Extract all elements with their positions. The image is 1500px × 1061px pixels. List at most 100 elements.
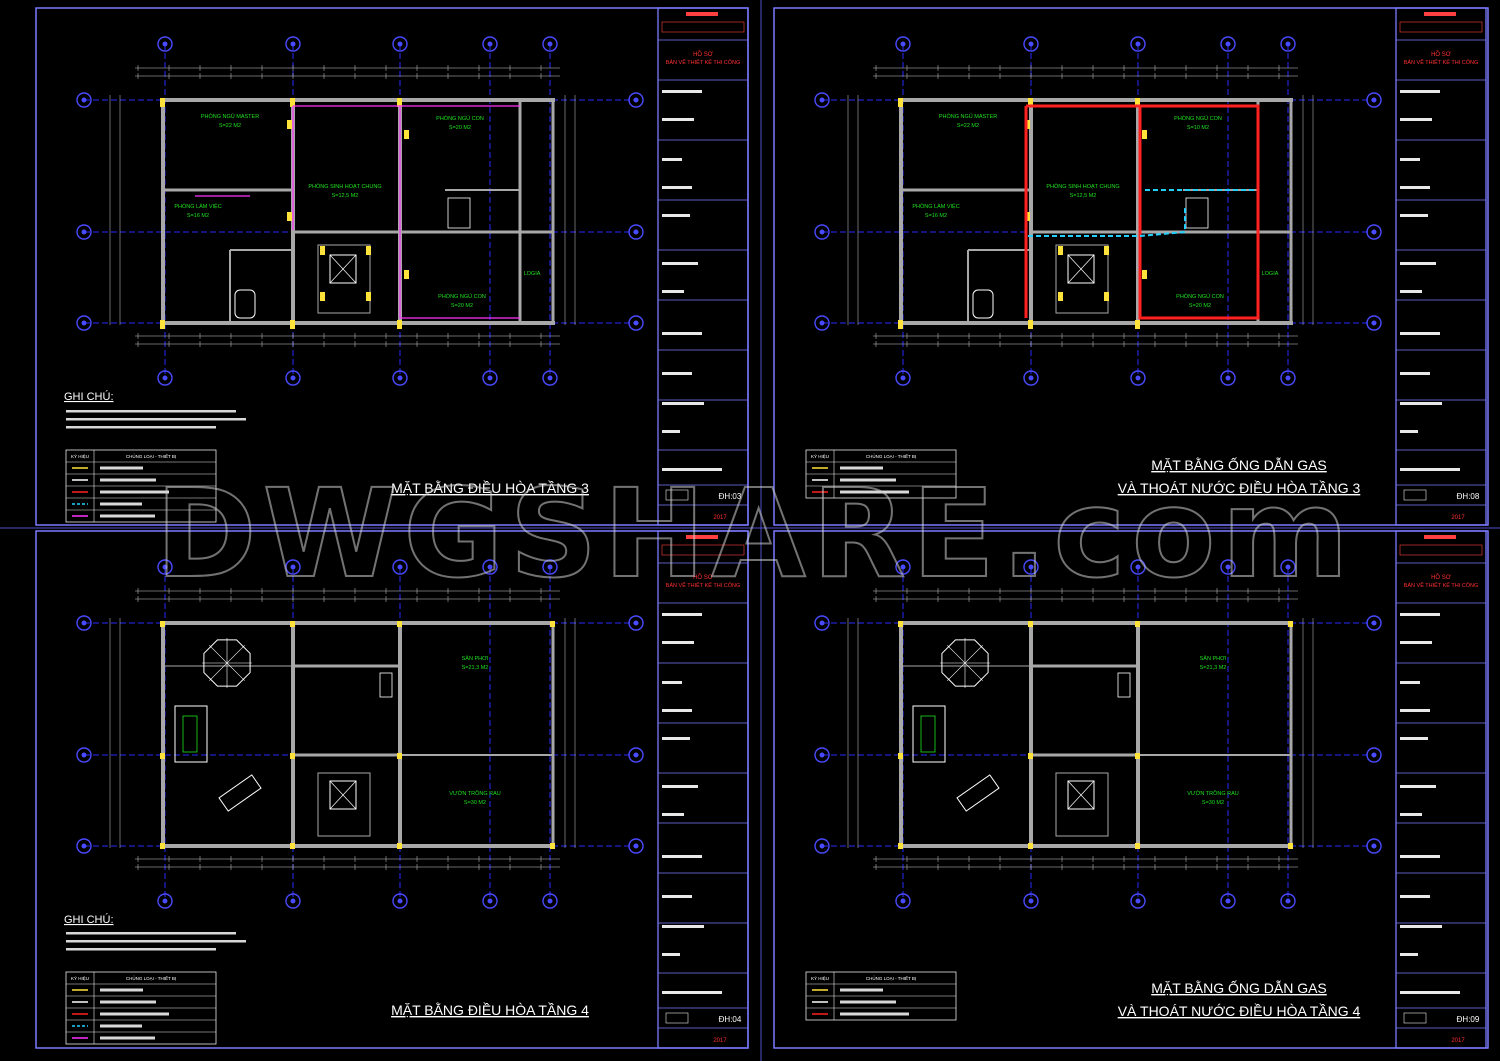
note-heading: GHI CHÚ: [64, 390, 114, 403]
sheet-title-line-1: MẶT BẰNG ỐNG DẪN GAS [1151, 456, 1327, 473]
ac-unit-marker [404, 130, 409, 139]
grid-bubble [628, 838, 644, 854]
titleblock-stage: BẢN VẼ THIẾT KẾ THI CÔNG [1404, 582, 1479, 589]
ac-unit-marker [898, 320, 903, 329]
titleblock-frame [657, 7, 749, 526]
titleblock-illegible-text [1400, 641, 1432, 644]
room-area: S=22 M2 [219, 123, 241, 129]
grid-bubble [76, 838, 92, 854]
titleblock-illegible-text [1400, 709, 1430, 712]
titleblock-illegible-text [662, 118, 694, 121]
grid-bubble-dot [1028, 375, 1034, 381]
titleblock-header-cells [1399, 21, 1483, 33]
grid-bubble [482, 370, 498, 386]
legend-illegible-text [840, 490, 909, 494]
ac-unit-marker [397, 621, 402, 627]
ac-unit-marker [1058, 246, 1063, 255]
ac-unit-marker [404, 270, 409, 279]
room-area: S=20 M2 [451, 303, 473, 309]
room-name: PHÒNG LÀM VIỆC [912, 202, 959, 210]
note-illegible-text [66, 410, 236, 413]
grid-bubble-dot [547, 41, 553, 47]
ac-unit-marker [1135, 843, 1140, 849]
titleblock-frame [657, 530, 749, 1049]
room-name: PHÒNG LÀM VIỆC [174, 202, 221, 210]
ac-unit-marker [160, 320, 165, 329]
room-name: PHÒNG SINH HOẠT CHUNG [308, 183, 381, 190]
grid-bubble-dot [81, 620, 87, 626]
grid-bubble [76, 615, 92, 631]
titleblock-illegible-text [662, 737, 690, 740]
titleblock-illegible-text [662, 785, 698, 788]
grid-bubble [1280, 36, 1296, 52]
grid-bubble-dot [397, 564, 403, 570]
ac-unit-marker [160, 621, 165, 627]
grid-bubble [814, 315, 830, 331]
grid-bubble [542, 370, 558, 386]
grid-bubble-dot [547, 564, 553, 570]
titleblock-header-cells [1399, 544, 1483, 556]
grid-bubble-dot [487, 564, 493, 570]
grid-bubble-dot [1371, 97, 1377, 103]
grid-bubble [895, 370, 911, 386]
grid-bubble-dot [1371, 752, 1377, 758]
grid-bubble-dot [162, 564, 168, 570]
legend-illegible-text [100, 466, 143, 470]
room-name: VƯỜN TRỒNG RAU [449, 790, 501, 797]
room-area: S=20 M2 [1189, 303, 1211, 309]
grid-bubble-dot [633, 320, 639, 326]
ac-unit-marker [550, 621, 555, 627]
titleblock-illegible-text [662, 953, 680, 956]
grid-bubble-dot [81, 320, 87, 326]
grid-bubble [542, 36, 558, 52]
titleblock-illegible-text [1400, 372, 1430, 375]
titleblock-year: 2017 [713, 1038, 727, 1044]
room-name: PHÒNG NGỦ CON [436, 115, 484, 122]
grid-bubble [628, 747, 644, 763]
titleblock-illegible-text [662, 895, 692, 898]
legend-illegible-text [100, 490, 169, 494]
grid-bubble [1130, 36, 1146, 52]
ac-unit-marker [290, 753, 295, 759]
room-name: PHÒNG SINH HOẠT CHUNG [1046, 183, 1119, 190]
grid-bubble [1220, 370, 1236, 386]
room-name: PHÒNG NGỦ CON [438, 293, 486, 300]
grid-bubble [1366, 92, 1382, 108]
titleblock-illegible-text [1400, 402, 1442, 405]
grid-bubble-dot [1135, 375, 1141, 381]
grid-bubble-dot [487, 41, 493, 47]
titleblock-illegible-text [662, 372, 692, 375]
titleblock-company: HỒ SƠ [1431, 574, 1451, 581]
titleblock-illegible-text [1400, 737, 1428, 740]
titleblock-illegible-text [1400, 813, 1422, 816]
grid-bubble [1023, 36, 1039, 52]
ac-unit-marker [397, 753, 402, 759]
grid-bubble [482, 36, 498, 52]
grid-bubble-dot [397, 898, 403, 904]
floor-plan: PHÒNG NGỦ MASTER S=22 M2 PHÒNG SINH HOẠT C… [76, 36, 644, 386]
titleblock-illegible-text [1400, 262, 1436, 265]
grid-bubble-dot [1225, 375, 1231, 381]
room-name: PHÒNG NGỦ MASTER [201, 113, 259, 120]
note-illegible-text [66, 932, 236, 935]
elevator-cross [329, 780, 357, 810]
elevator-shaft [329, 780, 357, 810]
titleblock-illegible-text [1400, 895, 1430, 898]
grid-bubble-dot [633, 620, 639, 626]
ac-unit-marker [290, 320, 295, 329]
titleblock-illegible-text [1400, 90, 1440, 93]
titleblock-illegible-text [662, 681, 682, 684]
grid-bubble-dot [1371, 320, 1377, 326]
grid-bubble [1280, 559, 1296, 575]
titleblock-illegible-text [1400, 430, 1418, 433]
elevator-cross [1067, 254, 1095, 284]
grid-bubble [392, 370, 408, 386]
grid-bubble-dot [633, 229, 639, 235]
ac-unit-marker [1028, 320, 1033, 329]
ac-unit-marker [1104, 292, 1109, 301]
legend-header-symbol: KÝ HIỆU [71, 452, 89, 459]
grid-bubble [814, 92, 830, 108]
ac-unit-marker [320, 246, 325, 255]
